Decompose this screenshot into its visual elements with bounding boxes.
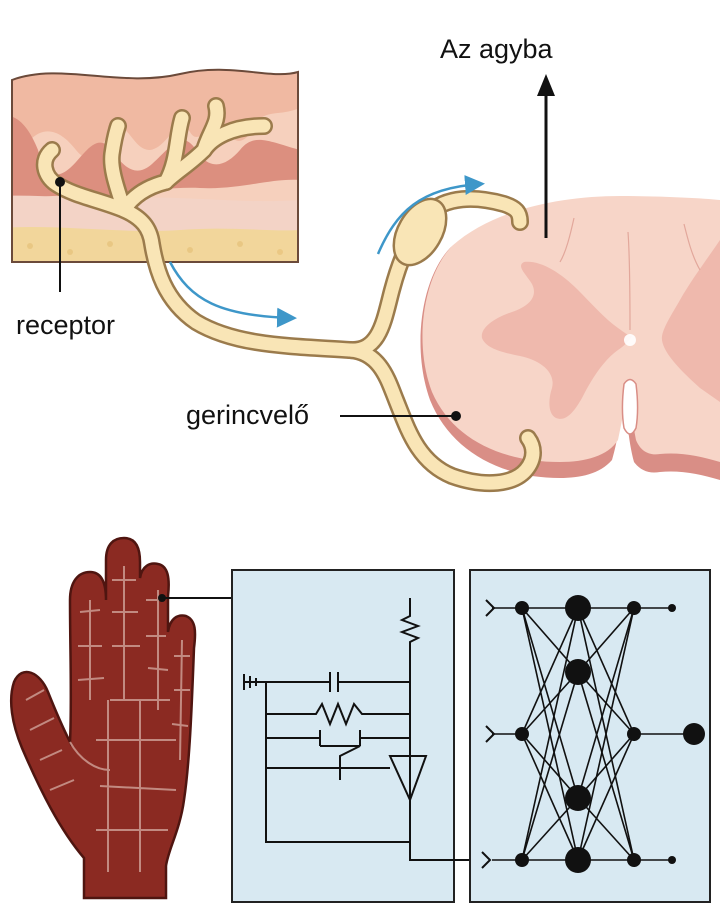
sensor-circuit-icon [232,570,480,902]
receptor-label: receptor [16,312,115,339]
neural-network-icon [470,570,710,902]
to-brain-label: Az agyba [440,36,553,63]
spinal-cord-icon [420,196,720,480]
electronic-skin-hand-icon [11,538,195,898]
spinal-cord-label: gerincvelő [186,402,309,429]
